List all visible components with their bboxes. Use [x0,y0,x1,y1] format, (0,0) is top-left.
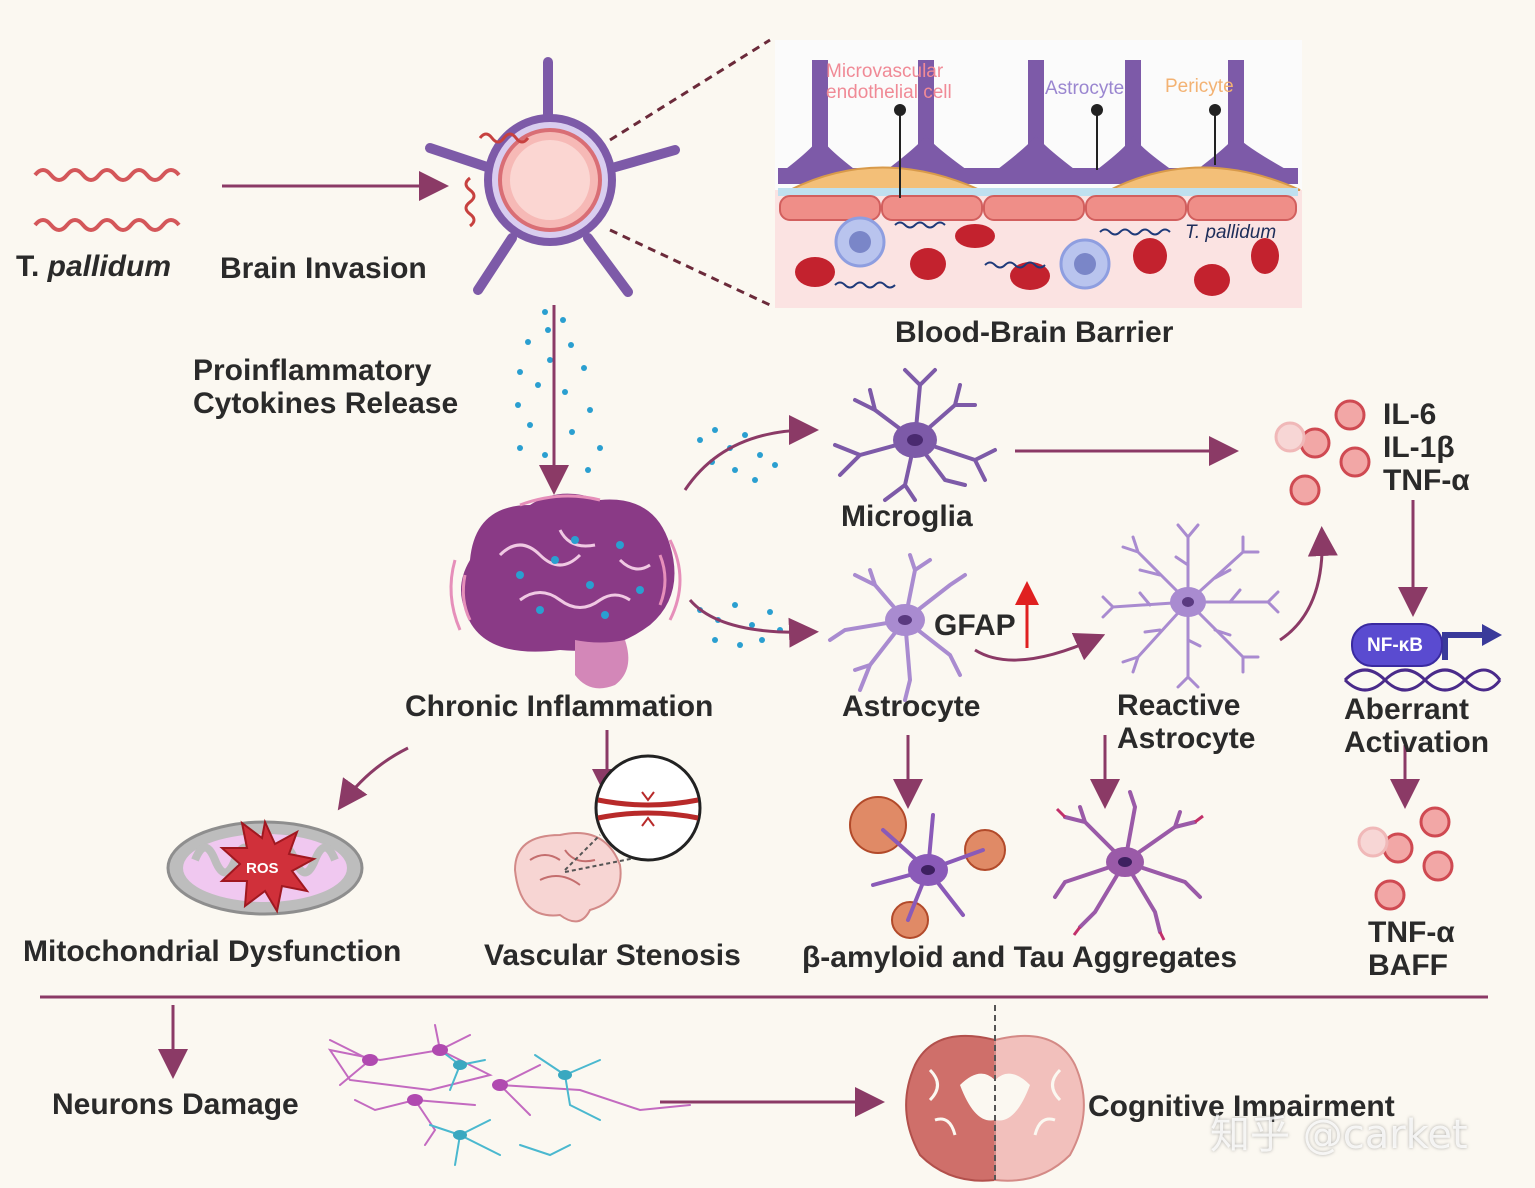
arrow-to-reactive [974,632,1106,662]
aberrant-activation-label: Aberrant Activation [1344,693,1490,759]
inflamed-brain [449,493,682,689]
bbb-inset [775,40,1302,308]
astrocyte-cell [828,553,967,702]
reactive-astrocyte-label: Reactive Astrocyte [1117,689,1256,755]
neuron-network [327,1024,691,1166]
tau-astrocyte [1053,790,1204,941]
cytokine-dots [515,309,603,473]
endothelial-label: Microvascular endothelial cell [826,61,952,103]
amyloid-astrocyte [849,796,1006,939]
proinflammatory-label: Proinflammatory Cytokines Release [193,354,459,420]
neurons-damage-label: Neurons Damage [52,1088,299,1121]
arrow-reactive-to-cytokines [1279,526,1338,642]
arrow-to-microglia [683,415,819,491]
microglia-label: Microglia [841,500,973,533]
vascular-stenosis [513,754,702,923]
vessel-cross-section [425,38,771,307]
inset-t-pallidum-label: T. pallidum [1185,222,1277,243]
cytokines-label: IL-6 IL-1β TNF-α [1383,398,1470,497]
mitochondrial-label: Mitochondrial Dysfunction [23,935,402,968]
pathogen-prefix: T. [16,250,48,283]
vascular-label: Vascular Stenosis [484,939,741,972]
cognitive-label: Cognitive Impairment [1088,1090,1395,1123]
t-pallidum-spirochetes [33,168,181,232]
gfap-label: GFAP [934,609,1016,642]
mitochondrion [166,818,364,916]
astrocyte-label: Astrocyte [842,690,981,723]
arrow-to-astrocyte [688,599,819,648]
brain-coronal-section [905,1005,1085,1182]
ros-label: ROS [246,860,279,877]
nfkb-label: NF-κB [1367,635,1423,656]
pathogen-italic: pallidum [47,250,172,283]
tnf-baff-spheres [1357,806,1454,911]
arrow-to-mitochondria [337,746,409,811]
watermark: 知乎 @carket [1210,1112,1468,1158]
pathogen-label: T. pallidum [16,250,171,284]
inset-astrocyte-label: Astrocyte [1045,78,1125,99]
pericyte-label: Pericyte [1165,76,1234,97]
amyloid-label: β-amyloid and Tau Aggregates [802,941,1238,974]
cytokine-spheres [1274,399,1371,506]
nfkb-dna [1343,623,1502,692]
chronic-inflammation-label: Chronic Inflammation [405,690,714,723]
reactive-astrocyte-cell [1101,523,1280,689]
bbb-label: Blood-Brain Barrier [895,316,1174,349]
brain-invasion-label: Brain Invasion [220,252,427,285]
tnf-baff-label: TNF-α BAFF [1368,916,1455,982]
